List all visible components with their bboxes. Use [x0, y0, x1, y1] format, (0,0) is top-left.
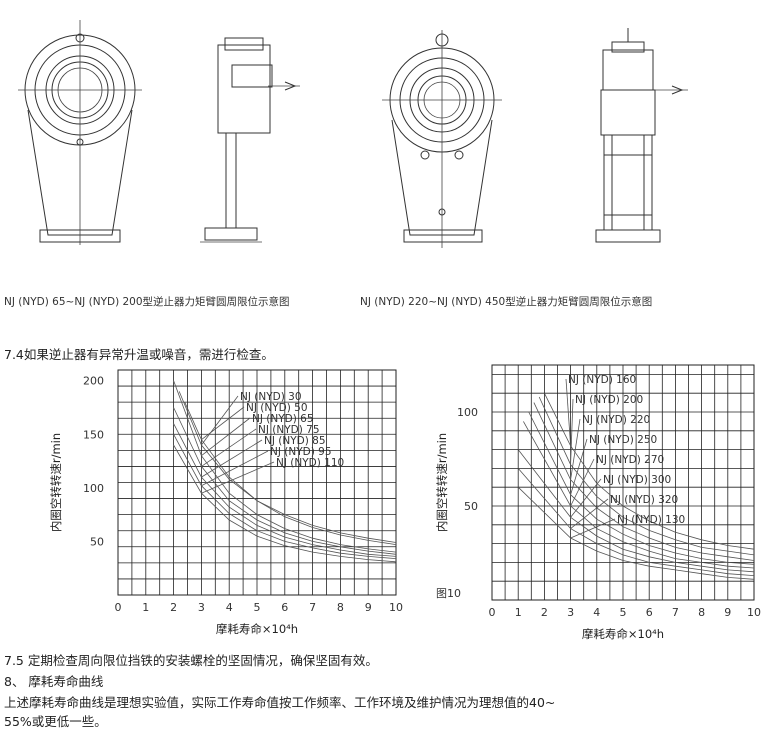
series-label: NJ (NYD) 75 [258, 424, 320, 436]
series-curve [538, 396, 755, 556]
x-tick-label: 9 [724, 606, 731, 619]
x-tick-label: 2 [541, 606, 548, 619]
series-leader [201, 428, 257, 467]
series-curve [517, 449, 755, 573]
series-label: NJ (NYD) 30 [240, 391, 302, 403]
series-curve [544, 393, 755, 550]
x-tick-label: 10 [389, 601, 403, 614]
series-leader [201, 461, 275, 494]
technical-drawings [18, 20, 688, 248]
x-tick-label: 4 [593, 606, 600, 619]
series-curve [184, 401, 397, 545]
series-curve [173, 434, 397, 559]
x-tick-label: 8 [698, 606, 705, 619]
series-curve [523, 421, 755, 569]
y-tick-label: 50 [90, 535, 104, 548]
drawing-side-view-large [595, 28, 688, 243]
series-label: NJ (NYD) 65 [252, 413, 314, 425]
series-label: NJ (NYD) 200 [575, 394, 643, 406]
y-tick-label: 50 [464, 500, 478, 513]
section-8-title: 8、 摩耗寿命曲线 [4, 674, 104, 689]
plot-frame [117, 369, 397, 596]
drawing-front-view-large [382, 30, 502, 248]
x-axis-label: 摩耗寿命×10⁴h [582, 627, 664, 641]
x-tick-label: 6 [646, 606, 653, 619]
drawing-side-view-small [200, 37, 300, 243]
x-tick-label: 7 [309, 601, 316, 614]
x-tick-label: 10 [747, 606, 761, 619]
series-label: NJ (NYD) 300 [603, 474, 671, 486]
x-tick-label: 0 [115, 601, 122, 614]
x-tick-label: 1 [515, 606, 522, 619]
series-leader [570, 458, 595, 507]
series-curve [173, 423, 397, 557]
section-7-5: 7.5 定期检查周向限位挡铁的安装螺栓的坚固情况，确保坚固有效。 [4, 653, 378, 668]
series-curve [173, 380, 397, 553]
series-curve [173, 444, 397, 563]
series-leader [201, 439, 263, 478]
caption-left: NJ (NYD) 65~NJ (NYD) 200型逆止器力矩臂圆周限位示意图 [4, 296, 290, 308]
series-leader [565, 378, 571, 446]
y-tick-label: 100 [457, 406, 478, 419]
y-tick-label: 200 [83, 375, 104, 388]
plot-frame [491, 364, 755, 601]
x-tick-label: 2 [170, 601, 177, 614]
series-label: NJ (NYD) 85 [264, 435, 326, 447]
series-leader [201, 395, 239, 446]
x-tick-label: 5 [254, 601, 261, 614]
y-tick-label: 150 [83, 428, 104, 441]
series-label: NJ (NYD) 220 [582, 414, 650, 426]
series-leader [570, 478, 602, 518]
section-8-body-line2: 55%或更低一些。 [4, 714, 107, 729]
x-tick-label: 1 [142, 601, 149, 614]
wear-life-chart-right: 0 1 2 3 4 5 6 7 8 9 10 50 100 摩耗寿命×10⁴h 内圈空转转速r/min NJ … [435, 364, 761, 641]
y-axis-label: 内圈空转转速r/min [49, 433, 63, 532]
x-tick-label: 3 [567, 606, 574, 619]
series-label: NJ (NYD) 160 [568, 374, 636, 386]
series-label: NJ (NYD) 270 [596, 454, 664, 466]
series-leader [570, 398, 574, 465]
series-label: NJ (NYD) 110 [276, 457, 344, 469]
series-leader [201, 417, 251, 457]
series-label: NJ (NYD) 320 [610, 494, 678, 506]
series-label: NJ (NYD) 250 [589, 434, 657, 446]
series-leader [570, 418, 581, 480]
section-7-4: 7.4如果逆止器有异常升温或噪音，需进行检查。 [4, 347, 274, 362]
series-curve [173, 407, 397, 555]
x-tick-label: 5 [620, 606, 627, 619]
x-tick-label: 4 [226, 601, 233, 614]
x-tick-label: 3 [198, 601, 205, 614]
series-leader [570, 498, 609, 529]
series-leader [201, 406, 245, 440]
series-curve [517, 486, 755, 580]
x-tick-label: 9 [365, 601, 372, 614]
drawing-front-view-small [18, 20, 142, 245]
series-label: NJ (NYD) 95 [270, 446, 332, 458]
x-tick-label: 0 [489, 606, 496, 619]
caption-right: NJ (NYD) 220~NJ (NYD) 450型逆止器力矩臂圆周限位示意图 [360, 296, 653, 308]
section-8-body-line1: 上述摩耗寿命曲线是理想实验值，实际工作寿命值按工作频率、工作环境及维护情况为理想… [4, 695, 556, 710]
series-curve [178, 391, 397, 543]
series-leader [570, 518, 616, 539]
y-axis-label: 内圈空转转速r/min [435, 433, 449, 532]
series-leader [570, 438, 588, 495]
x-tick-label: 8 [337, 601, 344, 614]
figure-label: 图10 [436, 587, 461, 600]
wear-life-chart-left: 0 1 2 3 4 5 6 7 8 9 10 50 100 150 200 摩耗寿命×10⁴h 内圈空转转速r/… [49, 369, 403, 636]
series-curve [528, 411, 755, 565]
series-leader [201, 450, 269, 487]
y-tick-label: 100 [83, 482, 104, 495]
x-axis-label: 摩耗寿命×10⁴h [216, 622, 298, 636]
series-curve [517, 468, 755, 576]
series-label: NJ (NYD) 130 [617, 514, 685, 526]
x-tick-label: 7 [672, 606, 679, 619]
series-label: NJ (NYD) 50 [246, 402, 308, 414]
x-tick-label: 6 [281, 601, 288, 614]
